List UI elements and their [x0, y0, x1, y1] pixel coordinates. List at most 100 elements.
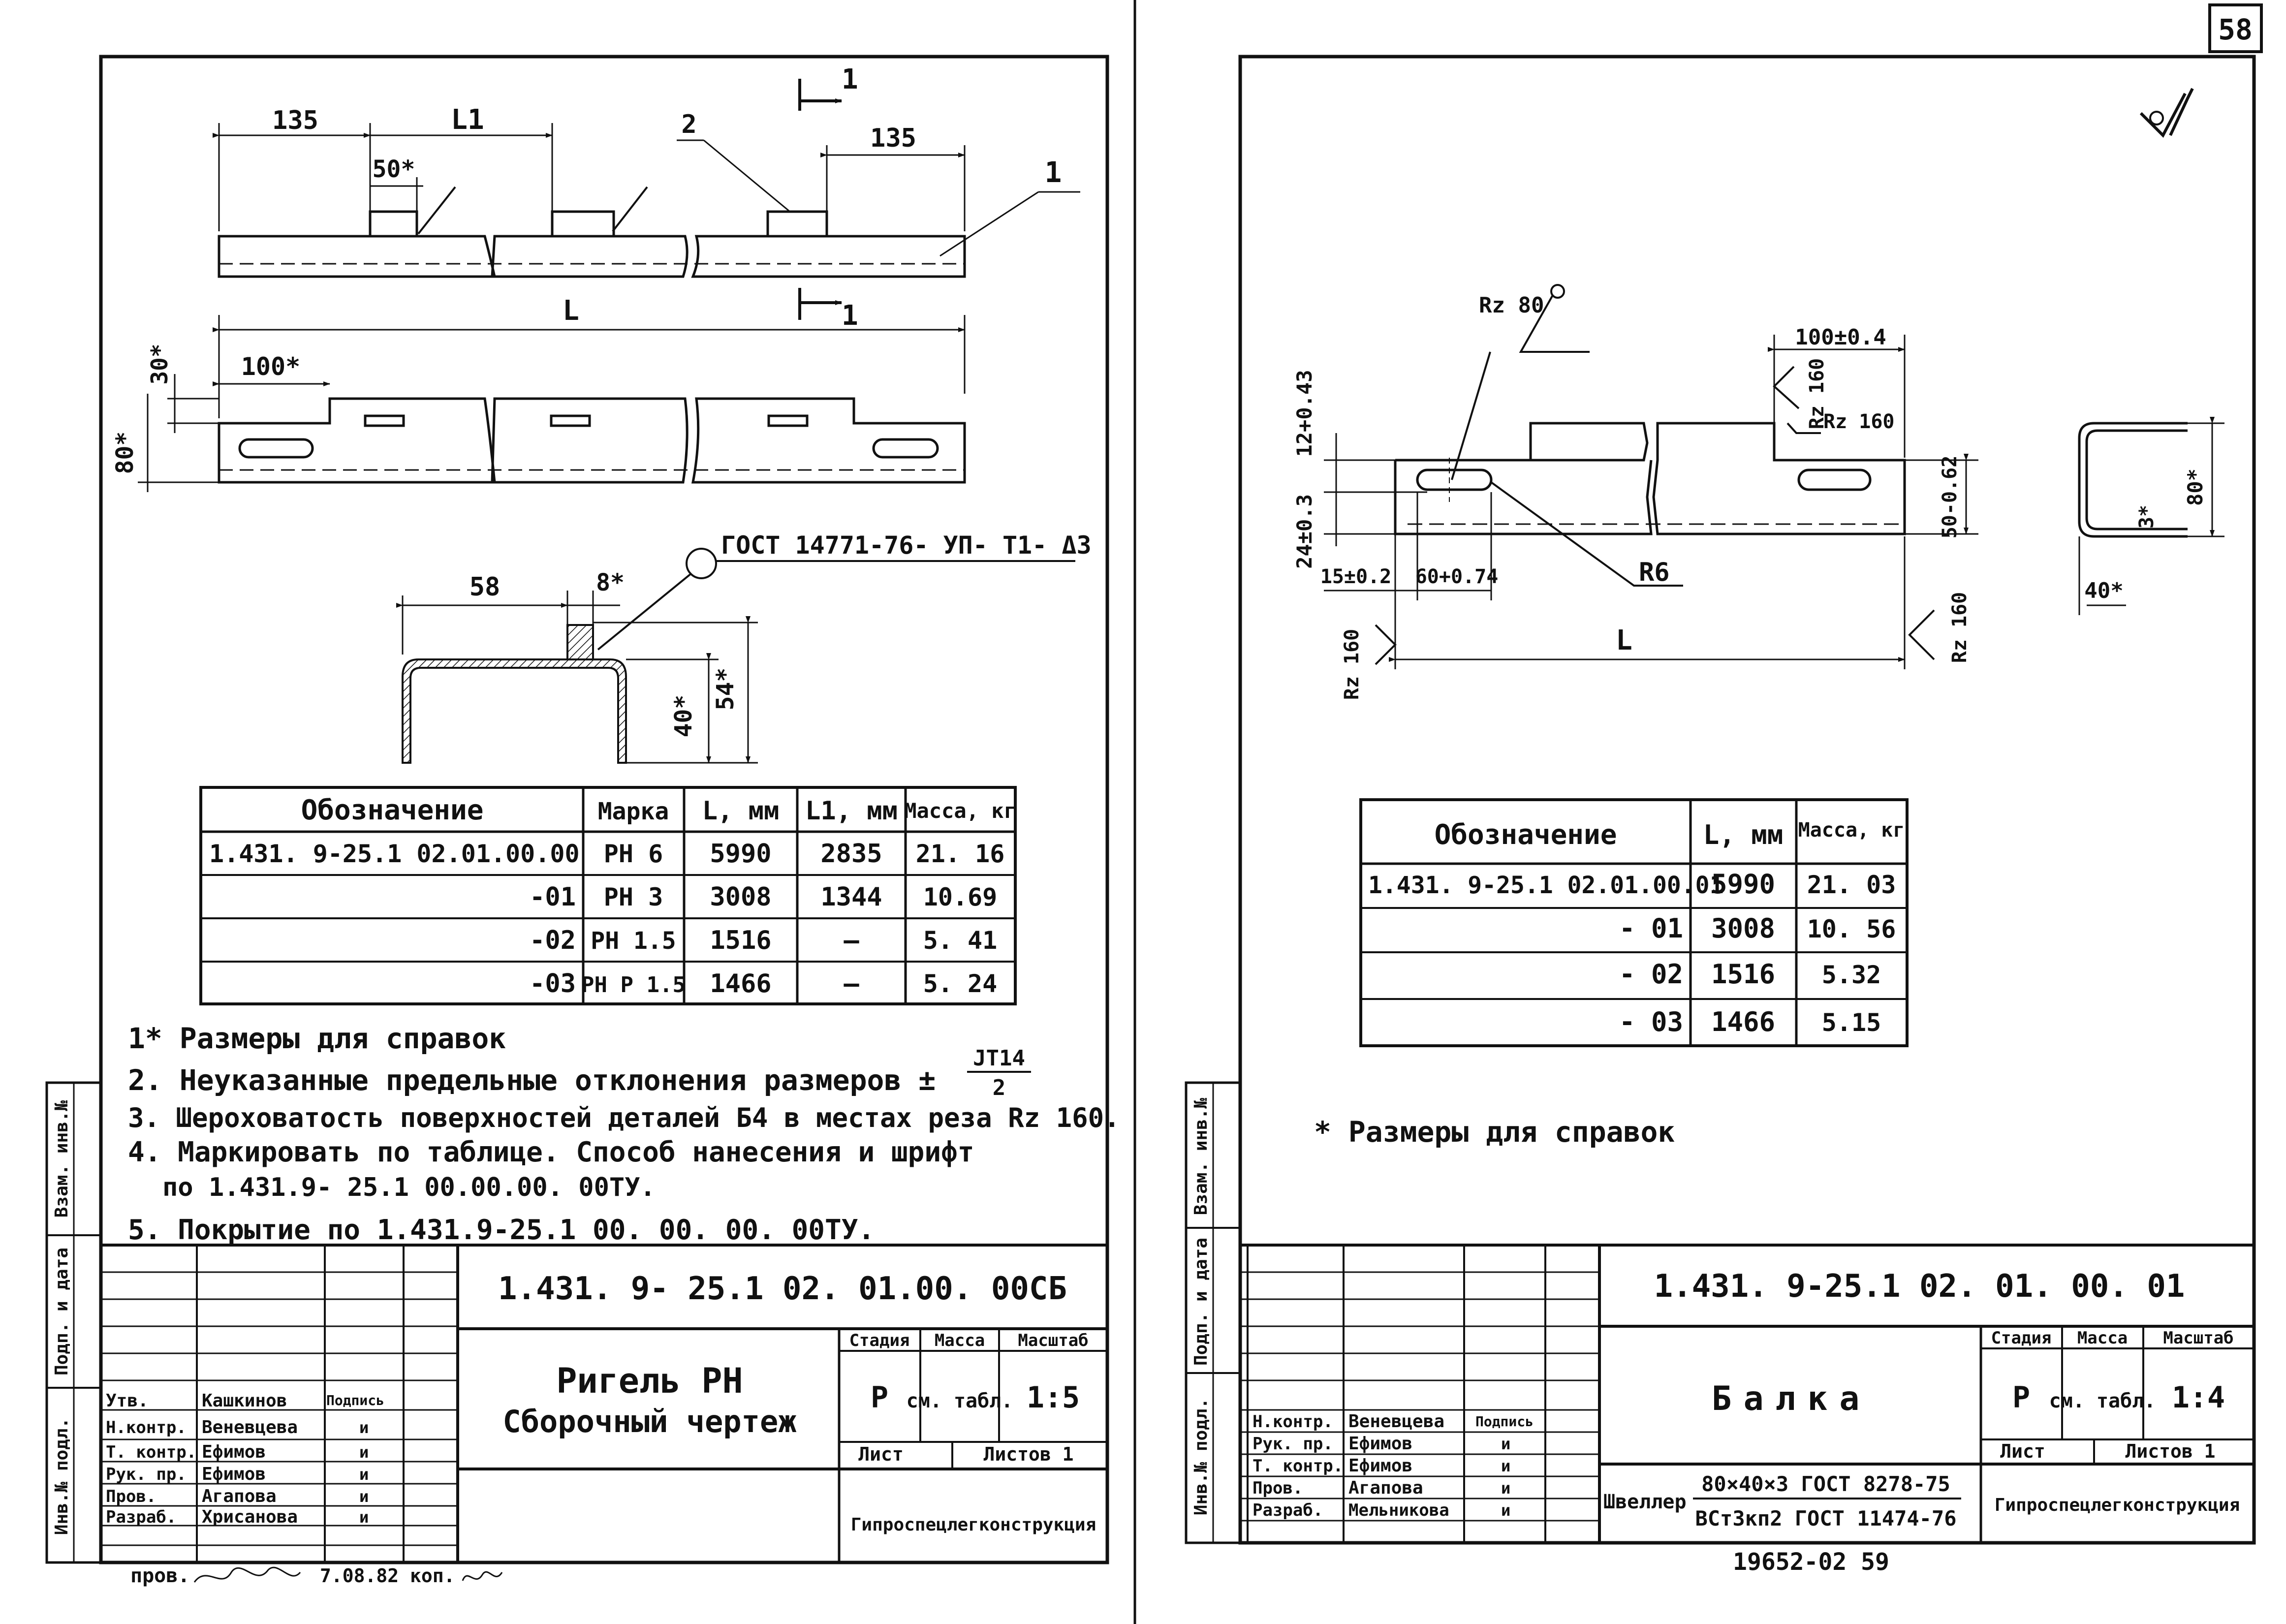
right-org: Гипроспецлегконструкция: [1995, 1495, 2240, 1515]
weld-leader-2: [612, 186, 648, 232]
note-5: 5. Покрытие по 1.431.9-25.1 00. 00. 00. …: [128, 1214, 875, 1246]
dim-l: L: [563, 295, 579, 327]
table-header-mass: Масса, кг: [904, 799, 1016, 823]
right-name-4: Агапова: [1348, 1478, 1423, 1498]
right-mark-3: и: [1501, 1457, 1510, 1475]
left-mark-6: и: [359, 1508, 369, 1527]
left-name-1: Кашкинов: [202, 1391, 287, 1411]
tolerance-denominator: 2: [993, 1075, 1006, 1100]
table-header-l: L, мм: [702, 796, 780, 826]
section-label-bottom: 1: [842, 300, 858, 332]
right-table-row-1-designation: 1.431. 9-25.1 02.01.00.01: [1368, 872, 1723, 899]
table-row-3-l: 1516: [710, 926, 771, 955]
material-prefix: Швеллер: [1603, 1491, 1687, 1513]
left-name-5: Агапова: [202, 1486, 277, 1506]
left-sign-header: Подпись: [326, 1392, 384, 1408]
note-4-cont: по 1.431.9- 25.1 00.00.00. 00ТУ.: [162, 1173, 656, 1202]
dim-8: 8*: [596, 569, 625, 596]
section-view: 58 8* ГОСТ 14771-76- УП- Т1- Δ3 40* 54*: [396, 531, 1092, 764]
right-mark-5: и: [1501, 1501, 1510, 1520]
right-name-1: Веневцева: [1348, 1411, 1444, 1432]
table-row-3-mass: 5. 41: [923, 926, 998, 955]
left-role-3: Т. контр.: [106, 1442, 196, 1462]
dim-100-tol: 100±0.4: [1795, 325, 1886, 350]
section-mark-top: [798, 79, 842, 111]
left-stage-label: Стадия: [849, 1331, 910, 1350]
dim-50-tol: 50-0.62: [1939, 456, 1961, 539]
dim-24-tol: 24±0.3: [1292, 494, 1316, 569]
dim-58: 58: [470, 572, 501, 602]
right-table-header-designation: Обозначение: [1435, 819, 1617, 851]
section-label-top: 1: [842, 63, 858, 95]
weld-plate: [566, 624, 594, 660]
left-stage-value: Р: [871, 1380, 888, 1415]
table-row-2-designation: -01: [530, 882, 576, 912]
table-row-2-mark: РН 3: [604, 883, 663, 911]
left-side-stamp: Инв.№ подл. Подп. и дата Взам. инв.№: [45, 1081, 102, 1564]
right-mark-4: и: [1501, 1479, 1510, 1498]
left-org: Гипроспецлегконструкция: [851, 1515, 1096, 1535]
rz160-left: Rz 160: [1341, 629, 1363, 700]
rz160-mid-mark: [1786, 422, 1821, 434]
rz160-right-mark: [1908, 609, 1935, 660]
dim-40: 40*: [670, 695, 697, 738]
right-spec-table: Обозначение L, мм Масса, кг 1.431. 9-25.…: [1359, 798, 1909, 1047]
handwritten-signature: [193, 1566, 301, 1583]
left-sheet-label: Лист: [858, 1443, 904, 1465]
right-role-5: Разраб.: [1253, 1500, 1323, 1520]
table-row-1-mass: 21. 16: [916, 840, 1005, 868]
channel-section: [402, 658, 627, 764]
right-table-row-2-l: 3008: [1711, 913, 1775, 944]
right-name-3: Ефимов: [1348, 1456, 1412, 1476]
left-sheet: 135 L1 50* 2 135 1 1 1 L: [45, 55, 1120, 1587]
dim-100: 100*: [241, 352, 300, 381]
left-signature-note: пров.: [130, 1564, 189, 1587]
note-4: 4. Маркировать по таблице. Способ нанесе…: [128, 1136, 974, 1168]
beam-segment-2: [491, 235, 689, 278]
right-mass-value: см. табл.: [2049, 1390, 2156, 1412]
weld-circle: [686, 548, 717, 579]
hole-2: [550, 414, 591, 427]
left-mark-5: и: [359, 1487, 369, 1506]
slot-right-right-sheet: [1797, 468, 1872, 491]
note-1: 1* Размеры для справок: [128, 1022, 506, 1055]
left-mark-3: и: [359, 1443, 369, 1462]
side-dim-80: 80*: [2183, 468, 2207, 506]
left-title-block: 1.431. 9- 25.1 02. 01.00. 00СБ Ригель РН…: [101, 1244, 1107, 1587]
right-table-row-2-mass: 10. 56: [1807, 915, 1896, 943]
rz80-label: Rz 80: [1479, 293, 1544, 318]
right-stage-value: Р: [2012, 1380, 2030, 1415]
table-header-mark: Марка: [598, 798, 669, 825]
left-mark-4: и: [359, 1465, 369, 1484]
beam-outline-left: [1395, 422, 1649, 462]
right-side-stamp: Инв.№ подл. Подп. и дата Взам. инв.№: [1185, 1081, 1242, 1544]
dim-135-left: 135: [272, 106, 318, 135]
table-header-l1: L1, мм: [805, 796, 898, 826]
dim-30: 30*: [146, 344, 173, 384]
left-mark-2: и: [359, 1418, 369, 1437]
right-side-label-inv: Инв.№ подл.: [1191, 1398, 1211, 1515]
dim-135-right: 135: [870, 124, 916, 153]
dim-15-tol: 15±0.2: [1320, 565, 1392, 588]
left-name-4: Ефимов: [202, 1464, 266, 1484]
left-name-6: Хрисанова: [202, 1507, 298, 1527]
right-doc-code: 1.431. 9-25.1 02. 01. 00. 01: [1654, 1268, 2185, 1305]
handwritten-initials: [462, 1571, 503, 1581]
hole-3: [767, 414, 809, 427]
table-row-2-l: 3008: [710, 882, 771, 912]
table-row-2-mass: 10.69: [923, 883, 998, 911]
dim-l-right: L: [1616, 625, 1632, 656]
right-table-row-4-designation: - 03: [1619, 1006, 1683, 1037]
right-scale-label: Масштаб: [2163, 1328, 2233, 1348]
left-mass-value: см. табл.: [907, 1390, 1013, 1412]
right-sheets-label: Листов 1: [2125, 1440, 2215, 1462]
beam-outline-left-lower: [1394, 460, 1653, 535]
right-table-row-4-mass: 5.15: [1822, 1008, 1881, 1037]
table-row-2-l1: 1344: [820, 882, 882, 912]
side-dim-40: 40*: [2084, 578, 2123, 603]
roughness-symbol-icon: [2139, 88, 2194, 138]
table-row-4-l: 1466: [710, 969, 771, 999]
right-role-2: Рук. пр.: [1253, 1434, 1333, 1454]
side-dim-3: 3*: [2135, 505, 2158, 529]
dim-60-tol: 60+0.74: [1415, 565, 1499, 588]
